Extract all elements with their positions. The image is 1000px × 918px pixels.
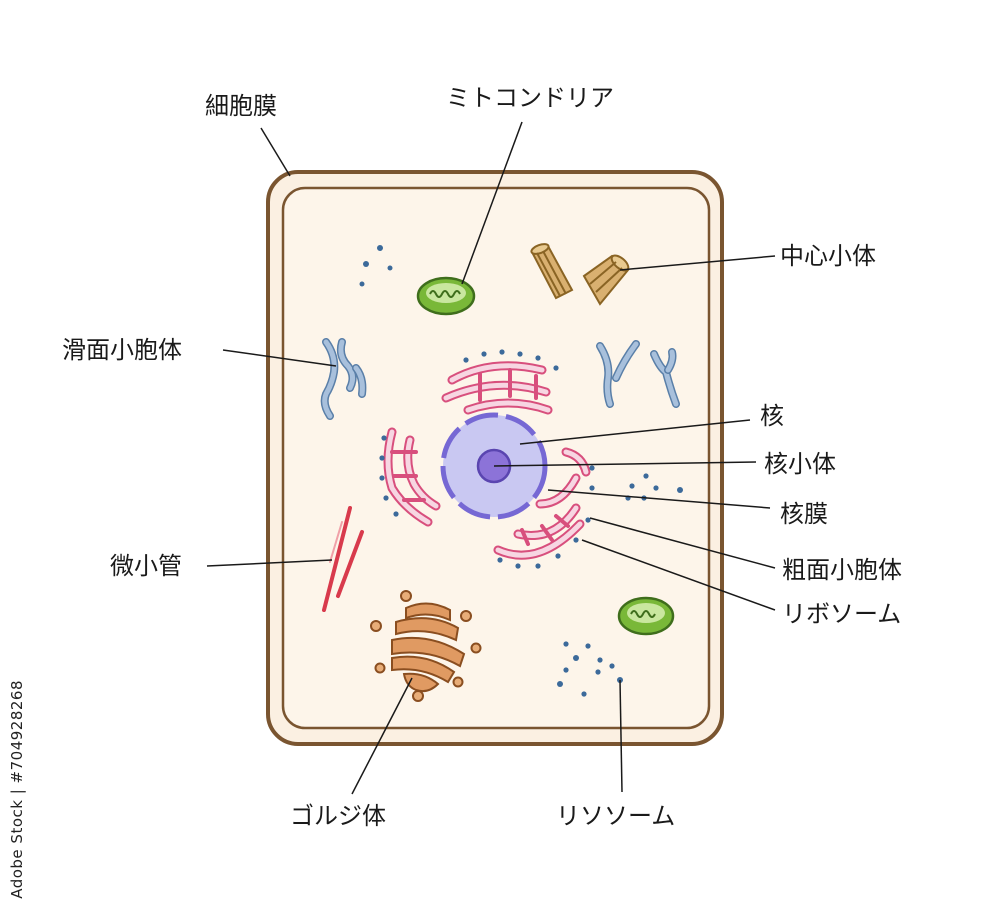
- label-microtubule: 微小管: [110, 552, 182, 580]
- stock-id-watermark: Adobe Stock | #704928268: [8, 680, 26, 899]
- mitochondrion-upper: [416, 276, 476, 316]
- label-lysosome: リソソーム: [556, 802, 676, 830]
- mitochondrion-lower: [617, 596, 675, 636]
- free-ribosomes-upper-left: [359, 245, 393, 287]
- microtubules: [322, 506, 364, 612]
- smooth-er-left: [320, 338, 367, 420]
- label-centriole: 中心小体: [780, 242, 876, 270]
- label-nuclear-envelope: 核膜: [780, 500, 828, 528]
- free-ribosomes-right: [625, 473, 683, 501]
- leader-lines: [206, 121, 776, 795]
- label-nucleus: 核: [760, 402, 784, 430]
- label-smooth-er: 滑面小胞体: [62, 336, 182, 364]
- free-ribosomes-lower: [557, 641, 623, 697]
- smooth-er-right: [596, 340, 680, 408]
- bound-ribosomes: [379, 349, 595, 569]
- rough-er: [383, 361, 591, 560]
- label-mitochondria: ミトコンドリア: [446, 84, 614, 112]
- centriole-angled: [582, 254, 630, 306]
- label-nucleolus: 核小体: [764, 450, 836, 478]
- label-rough-er: 粗面小胞体: [782, 556, 902, 584]
- centriole-vertical: [530, 243, 574, 300]
- label-ribosome: リボソーム: [782, 600, 902, 628]
- golgi-apparatus: [370, 590, 482, 702]
- label-cell-membrane: 細胞膜: [205, 92, 277, 120]
- label-golgi: ゴルジ体: [290, 802, 386, 830]
